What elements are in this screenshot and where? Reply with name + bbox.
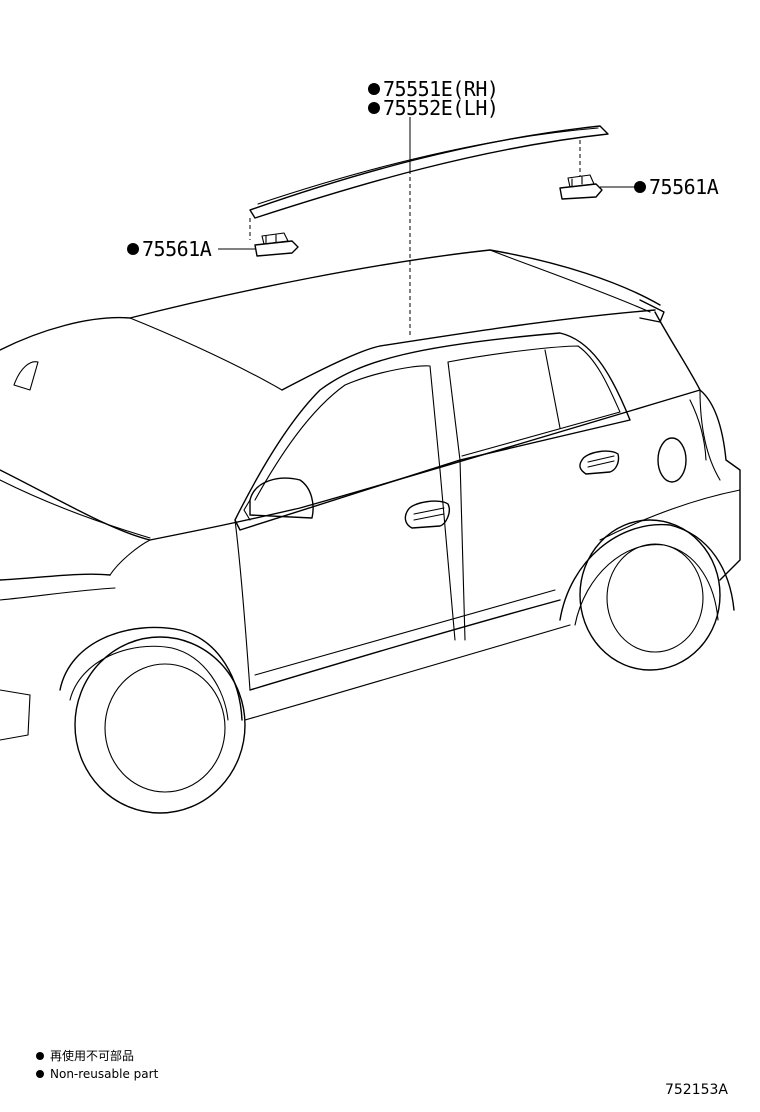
figure-number: 752153A	[664, 1082, 728, 1098]
vehicle-outline	[0, 249, 741, 814]
part-number-rail-lh: 75552E(LH)	[383, 96, 499, 120]
legend-dot-icon	[36, 1052, 44, 1060]
part-label-rail-rh: 75551E(RH)	[368, 77, 499, 101]
roof-rail-molding	[249, 125, 609, 219]
part-label-clip-right: 75561A	[634, 175, 719, 199]
non-reusable-dot-icon	[634, 181, 646, 193]
leader-lines	[218, 117, 634, 335]
legend-english: Non-reusable part	[36, 1066, 158, 1082]
legend-dot-icon	[36, 1070, 44, 1078]
non-reusable-dot-icon	[368, 102, 380, 114]
clip-left	[254, 232, 299, 257]
part-number-clip-left: 75561A	[142, 237, 212, 261]
legend-japanese: 再使用不可部品	[36, 1048, 134, 1064]
legend-japanese-text: 再使用不可部品	[50, 1049, 135, 1063]
part-label-rail-lh: 75552E(LH)	[368, 96, 499, 120]
non-reusable-dot-icon	[368, 83, 380, 95]
non-reusable-dot-icon	[127, 243, 139, 255]
part-number-rail-rh: 75551E(RH)	[383, 77, 499, 101]
part-label-clip-left: 75561A	[127, 237, 212, 261]
clip-right	[559, 174, 603, 200]
legend-english-text: Non-reusable part	[50, 1067, 159, 1081]
part-number-clip-right: 75561A	[649, 175, 719, 199]
